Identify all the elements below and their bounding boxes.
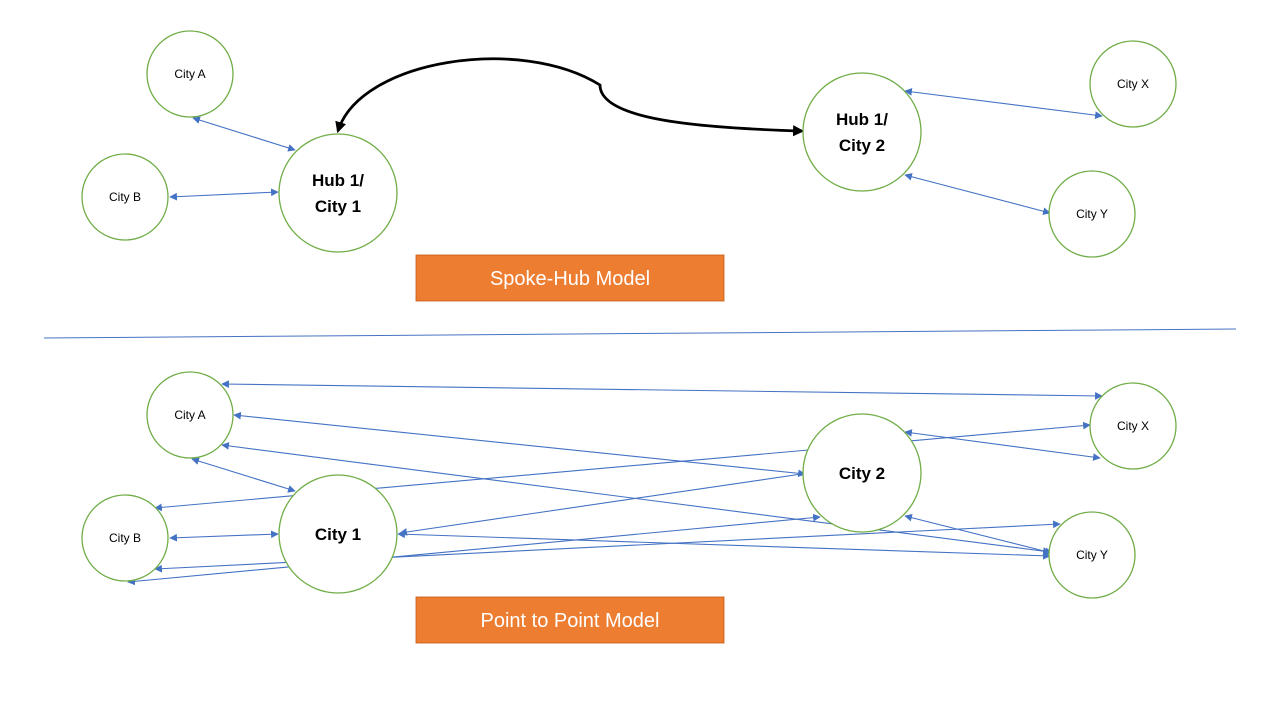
point-to-point-banner: Point to Point Model	[415, 596, 725, 644]
node-city-y: City Y	[1048, 170, 1136, 258]
edge-a-x	[221, 380, 1103, 400]
point-to-point-model: City A City B City 1 City 2 City X City …	[81, 371, 1177, 644]
node-label: City Y	[1076, 207, 1108, 221]
banner-label: Point to Point Model	[481, 610, 660, 632]
edge-city-a-hub1	[192, 116, 296, 152]
spoke-hub-edges	[169, 57, 1103, 215]
node-label-line2: City 1	[315, 197, 361, 216]
node-label: City 2	[839, 464, 885, 483]
node-city-b: City B	[81, 494, 169, 582]
node-label-line1: Hub 1/	[312, 171, 364, 190]
node-label: City Y	[1076, 548, 1108, 562]
node-city-a: City A	[146, 371, 234, 459]
edge-a-c1	[191, 457, 296, 493]
node-city-1: City 1	[278, 474, 398, 594]
edge-a-c2	[233, 411, 806, 478]
node-city-2: City 2	[802, 413, 922, 533]
edge-city-b-hub1	[169, 188, 279, 201]
node-label: City A	[174, 408, 205, 422]
node-city-x: City X	[1089, 382, 1177, 470]
node-label: City 1	[315, 525, 361, 544]
node-label: City X	[1117, 77, 1149, 91]
edge-c2-x	[904, 429, 1101, 461]
node-city-a: City A	[146, 30, 234, 118]
edge-b-c2	[127, 513, 821, 586]
node-city-b: City B	[81, 153, 169, 241]
section-divider	[43, 328, 1237, 339]
edge-hub2-city-x	[904, 88, 1103, 119]
edge-hub2-city-y	[904, 173, 1051, 215]
node-label: City X	[1117, 419, 1149, 433]
node-label-line1: Hub 1/	[836, 110, 888, 129]
edge-c1-c2	[399, 469, 816, 536]
banner-label: Spoke-Hub Model	[490, 268, 650, 290]
spoke-hub-banner: Spoke-Hub Model	[415, 254, 725, 302]
node-label: City B	[109, 531, 141, 545]
node-label-line2: City 2	[839, 136, 885, 155]
hub-to-hub-link	[335, 57, 805, 137]
spoke-hub-model: City A City B Hub 1/ City 1 Hub 1/ City …	[81, 30, 1177, 302]
node-city-y: City Y	[1048, 511, 1136, 599]
edge-c1-y	[397, 530, 1051, 560]
edge-c2-y	[904, 513, 1053, 556]
edge-b-c1	[169, 530, 279, 542]
node-hub1: Hub 1/ City 1	[278, 133, 398, 253]
node-city-x: City X	[1089, 40, 1177, 128]
node-hub2: Hub 1/ City 2	[802, 72, 922, 192]
node-label: City B	[109, 190, 141, 204]
point-to-point-edges	[127, 380, 1103, 586]
node-label: City A	[174, 67, 205, 81]
